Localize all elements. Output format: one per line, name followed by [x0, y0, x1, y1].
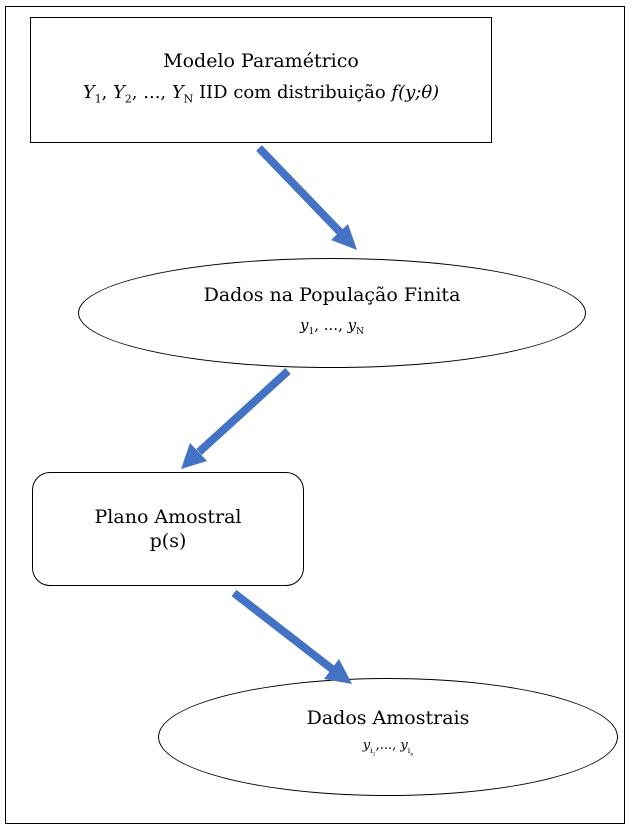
- sample-data-title: Dados Amostrais: [306, 707, 470, 730]
- sampling-design-box: Plano Amostral p(s): [32, 472, 304, 586]
- parametric-model-box: Modelo Paramétrico Y1, Y2, ..., YN IID c…: [30, 17, 492, 143]
- sample-data-formula: yi1,..., yin: [362, 738, 414, 758]
- sampling-design-title: Plano Amostral: [94, 506, 242, 528]
- finite-population-title: Dados na População Finita: [203, 283, 461, 306]
- parametric-model-title: Modelo Paramétrico: [163, 49, 359, 72]
- finite-population-ellipse: Dados na População Finita y1, ..., yN: [78, 258, 586, 368]
- finite-population-formula: y1, ..., yN: [300, 315, 364, 337]
- diagram-frame: [5, 6, 625, 824]
- sampling-design-formula: p(s): [149, 530, 187, 552]
- parametric-model-formula: Y1, Y2, ..., YN IID com distribuição f(y…: [82, 81, 440, 106]
- sample-data-ellipse: Dados Amostrais yi1,..., yin: [158, 678, 618, 796]
